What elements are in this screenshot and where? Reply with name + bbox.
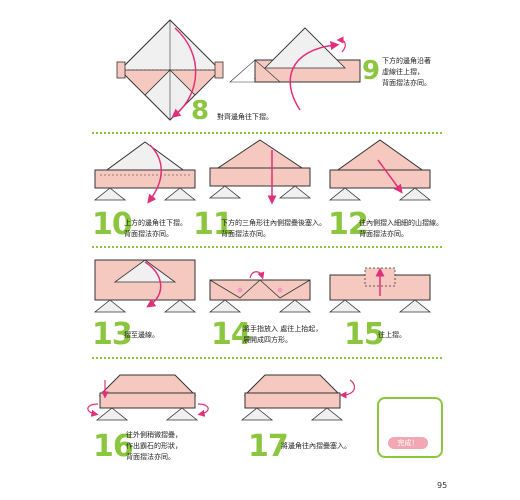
step13-diagram: [93, 259, 197, 313]
step-number: 12: [328, 207, 369, 242]
step-instruction: 往外側稍微摺疊， 作出霸石的形狀， 背面摺法亦同。: [126, 431, 182, 461]
step9-diagram: [229, 27, 361, 111]
step-instruction: 往內側摺入細細的山摺線。 背面摺法亦同。: [359, 219, 443, 238]
step-number: 16: [93, 429, 134, 464]
step-instruction: 摺至邊線。: [124, 331, 159, 339]
page-number: 95: [437, 481, 448, 490]
step-number: 10: [92, 207, 133, 242]
step-instruction: 上方的邊角往下摺。 背面摺法亦同。: [124, 219, 187, 238]
step-number: 14: [211, 317, 252, 352]
step-number: 8: [191, 96, 209, 126]
step11-diagram: [208, 139, 312, 205]
finished-label: 完成！: [388, 437, 428, 449]
divider: [92, 357, 442, 359]
step-number: 13: [92, 317, 133, 352]
divider: [92, 132, 442, 134]
step-number: 15: [344, 317, 385, 352]
divider: [92, 246, 442, 248]
step14-diagram: [208, 271, 312, 313]
step-number: 11: [193, 207, 234, 242]
step-instruction: 將邊角往內摺疊塞入。: [281, 442, 351, 450]
step8-diagram: [116, 19, 224, 121]
step-instruction: 往上摺。: [378, 331, 406, 339]
step-number: 17: [248, 429, 289, 464]
step-instruction: 將手指放入 處往上抬起， 展開成四方形。: [243, 325, 323, 344]
step-instruction: 對齊邊角往下摺。: [217, 113, 273, 121]
step-instruction: 下方的三角形往內側摺疊後塞入。 背面摺法亦同。: [221, 219, 326, 238]
step17-diagram: [240, 374, 356, 421]
step15-diagram: [328, 267, 432, 313]
step10-diagram: [93, 141, 197, 204]
step12-diagram: [328, 139, 432, 201]
step-number: 9: [362, 56, 380, 86]
step-instruction: 下方的邊角沿著 虛線往上摺， 背面摺法亦同。: [382, 57, 431, 87]
step16-diagram: [87, 374, 209, 421]
